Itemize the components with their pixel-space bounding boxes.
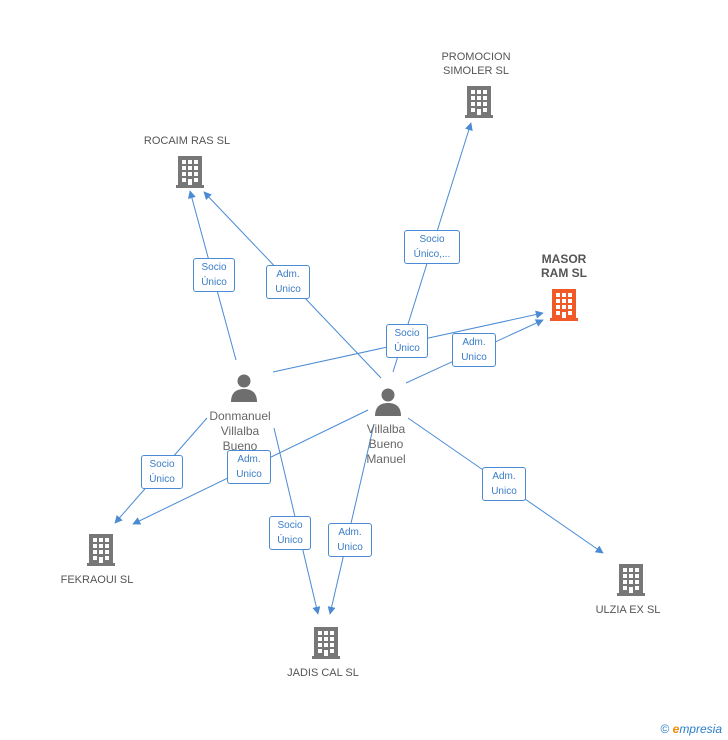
company-label-masor[interactable]: MASOR RAM SL — [541, 252, 587, 280]
building-icon[interactable] — [87, 534, 115, 566]
company-icons — [87, 86, 645, 659]
person-label-donmanuel[interactable]: Donmanuel Villalba Bueno — [209, 409, 271, 453]
person-label-villalba[interactable]: Villalba Bueno Manuel — [366, 422, 406, 466]
building-icon[interactable] — [550, 289, 578, 321]
company-label-promocion[interactable]: PROMOCION SIMOLER SL — [441, 51, 511, 77]
edge-label-adm-unico[interactable]: Adm.Unico — [452, 333, 496, 367]
edge-label-adm-unico[interactable]: Adm.Unico — [227, 450, 271, 484]
company-label-jadis[interactable]: JADIS CAL SL — [287, 667, 359, 679]
brand-name: mpresia — [679, 722, 722, 736]
person-icon[interactable] — [231, 374, 257, 403]
person-icon[interactable] — [375, 388, 401, 417]
company-label-fekraoui[interactable]: FEKRAOUI SL — [60, 574, 134, 586]
brand-logo-letter: e — [672, 722, 680, 736]
company-label-rocaim[interactable]: ROCAIM RAS SL — [143, 135, 231, 147]
copyright-symbol: © — [660, 722, 670, 736]
edge-label-adm-unico[interactable]: Adm.Unico — [482, 467, 526, 501]
edge-label-adm-unico[interactable]: Adm.Unico — [328, 523, 372, 557]
building-icon[interactable] — [465, 86, 493, 118]
edge-label-adm-unico[interactable]: Adm.Unico — [266, 265, 310, 299]
building-icon[interactable] — [312, 627, 340, 659]
company-label-ulzia[interactable]: ULZIA EX SL — [595, 604, 661, 616]
building-icon[interactable] — [617, 564, 645, 596]
edge-villalba-jadis — [327, 423, 375, 615]
brand-footer[interactable]: © empresia — [660, 722, 722, 736]
building-icon[interactable] — [176, 156, 204, 188]
